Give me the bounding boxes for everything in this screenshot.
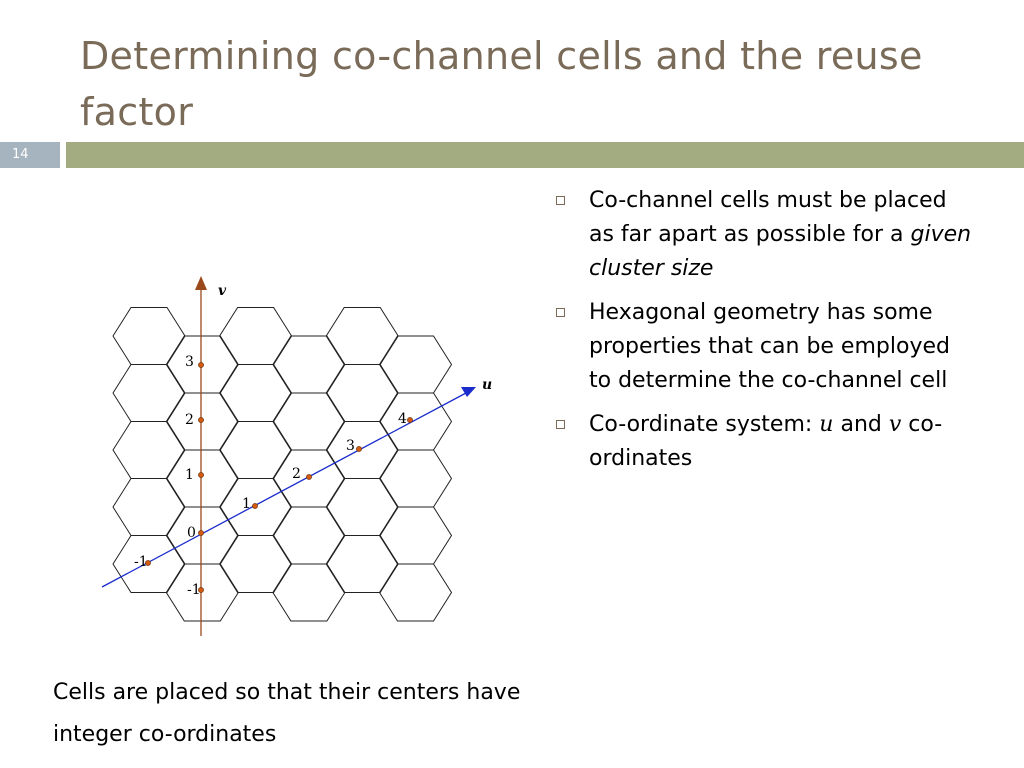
v-tick-label: -1	[187, 582, 201, 598]
bullet-item: Co-channel cells must be placed as far a…	[553, 184, 973, 286]
hex-cell	[272, 335, 346, 394]
bullet-text: Co-channel cells must be placed as far a…	[589, 188, 947, 247]
hex-cell	[378, 506, 453, 565]
hex-cell	[219, 421, 293, 479]
square-bullet-icon	[556, 420, 565, 429]
v-tick-label: 0	[187, 525, 196, 541]
hex-cell	[112, 535, 186, 593]
u-tick-label: 3	[346, 438, 355, 454]
hex-cell	[272, 392, 346, 451]
hex-grid	[112, 307, 453, 622]
bullet-emphasis: given cluster size	[589, 222, 972, 281]
bullet-text: Co-ordinate system:	[589, 412, 820, 437]
bullet-list: Co-channel cells must be placed as far a…	[553, 184, 973, 486]
u-axis-label: u	[482, 377, 492, 393]
cell-center-point	[306, 474, 312, 480]
square-bullet-icon	[556, 308, 565, 317]
hex-cell	[112, 478, 186, 536]
hex-cell	[165, 563, 239, 622]
bullet-item: Co-ordinate system: u and v co-ordinates	[553, 408, 973, 476]
v-symbol: v	[888, 412, 902, 437]
hex-cell	[219, 364, 293, 422]
hex-cell	[272, 506, 346, 565]
v-tick-label: 1	[185, 467, 194, 483]
u-tick-label: -1	[134, 554, 148, 570]
hex-cell	[219, 307, 293, 365]
cell-center-point	[145, 560, 151, 566]
hex-cell	[325, 535, 399, 593]
hex-cell	[112, 307, 186, 365]
cell-center-point	[198, 587, 204, 593]
v-axis	[195, 276, 207, 636]
bullet-text: Hexagonal geometry has some properties t…	[589, 300, 950, 393]
bullet-text: and	[833, 412, 889, 437]
hex-cell	[112, 421, 186, 479]
v-tick-label: 2	[185, 412, 194, 428]
v-axis-label: v	[218, 283, 227, 299]
u-axis	[101, 387, 476, 588]
hex-cell	[325, 364, 399, 422]
hex-cell	[325, 307, 399, 365]
slide-number: 14	[0, 142, 60, 168]
hex-cell	[272, 563, 346, 622]
hex-cell	[219, 535, 293, 593]
hex-cell	[112, 364, 186, 422]
bullet-item: Hexagonal geometry has some properties t…	[553, 296, 973, 398]
slide-title: Determining co-channel cells and the reu…	[80, 34, 923, 134]
cell-center-point	[198, 530, 204, 536]
u-tick-label: 4	[398, 411, 407, 427]
cell-center-point	[198, 362, 204, 368]
cell-center-point	[356, 446, 362, 452]
cell-center-points	[145, 362, 413, 593]
u-symbol: u	[819, 412, 834, 437]
bullet-text: co-ordinates	[589, 412, 943, 471]
hex-cell	[378, 335, 453, 394]
title-rule-bar	[66, 142, 1024, 168]
cell-center-point	[198, 472, 204, 478]
diagram-caption: Cells are placed so that their centers h…	[53, 680, 521, 747]
v-tick-label: 3	[185, 354, 194, 370]
hex-cell	[378, 392, 453, 451]
u-tick-label: 1	[242, 496, 251, 512]
u-tick-label: 2	[292, 466, 301, 482]
hex-cell	[325, 421, 399, 479]
cell-center-point	[407, 417, 413, 423]
hex-cell	[378, 563, 453, 622]
hex-cell	[325, 478, 399, 536]
hex-cell	[165, 449, 239, 508]
square-bullet-icon	[556, 196, 565, 205]
cell-center-point	[252, 503, 258, 509]
hex-cell	[378, 449, 453, 508]
cell-center-point	[198, 417, 204, 423]
